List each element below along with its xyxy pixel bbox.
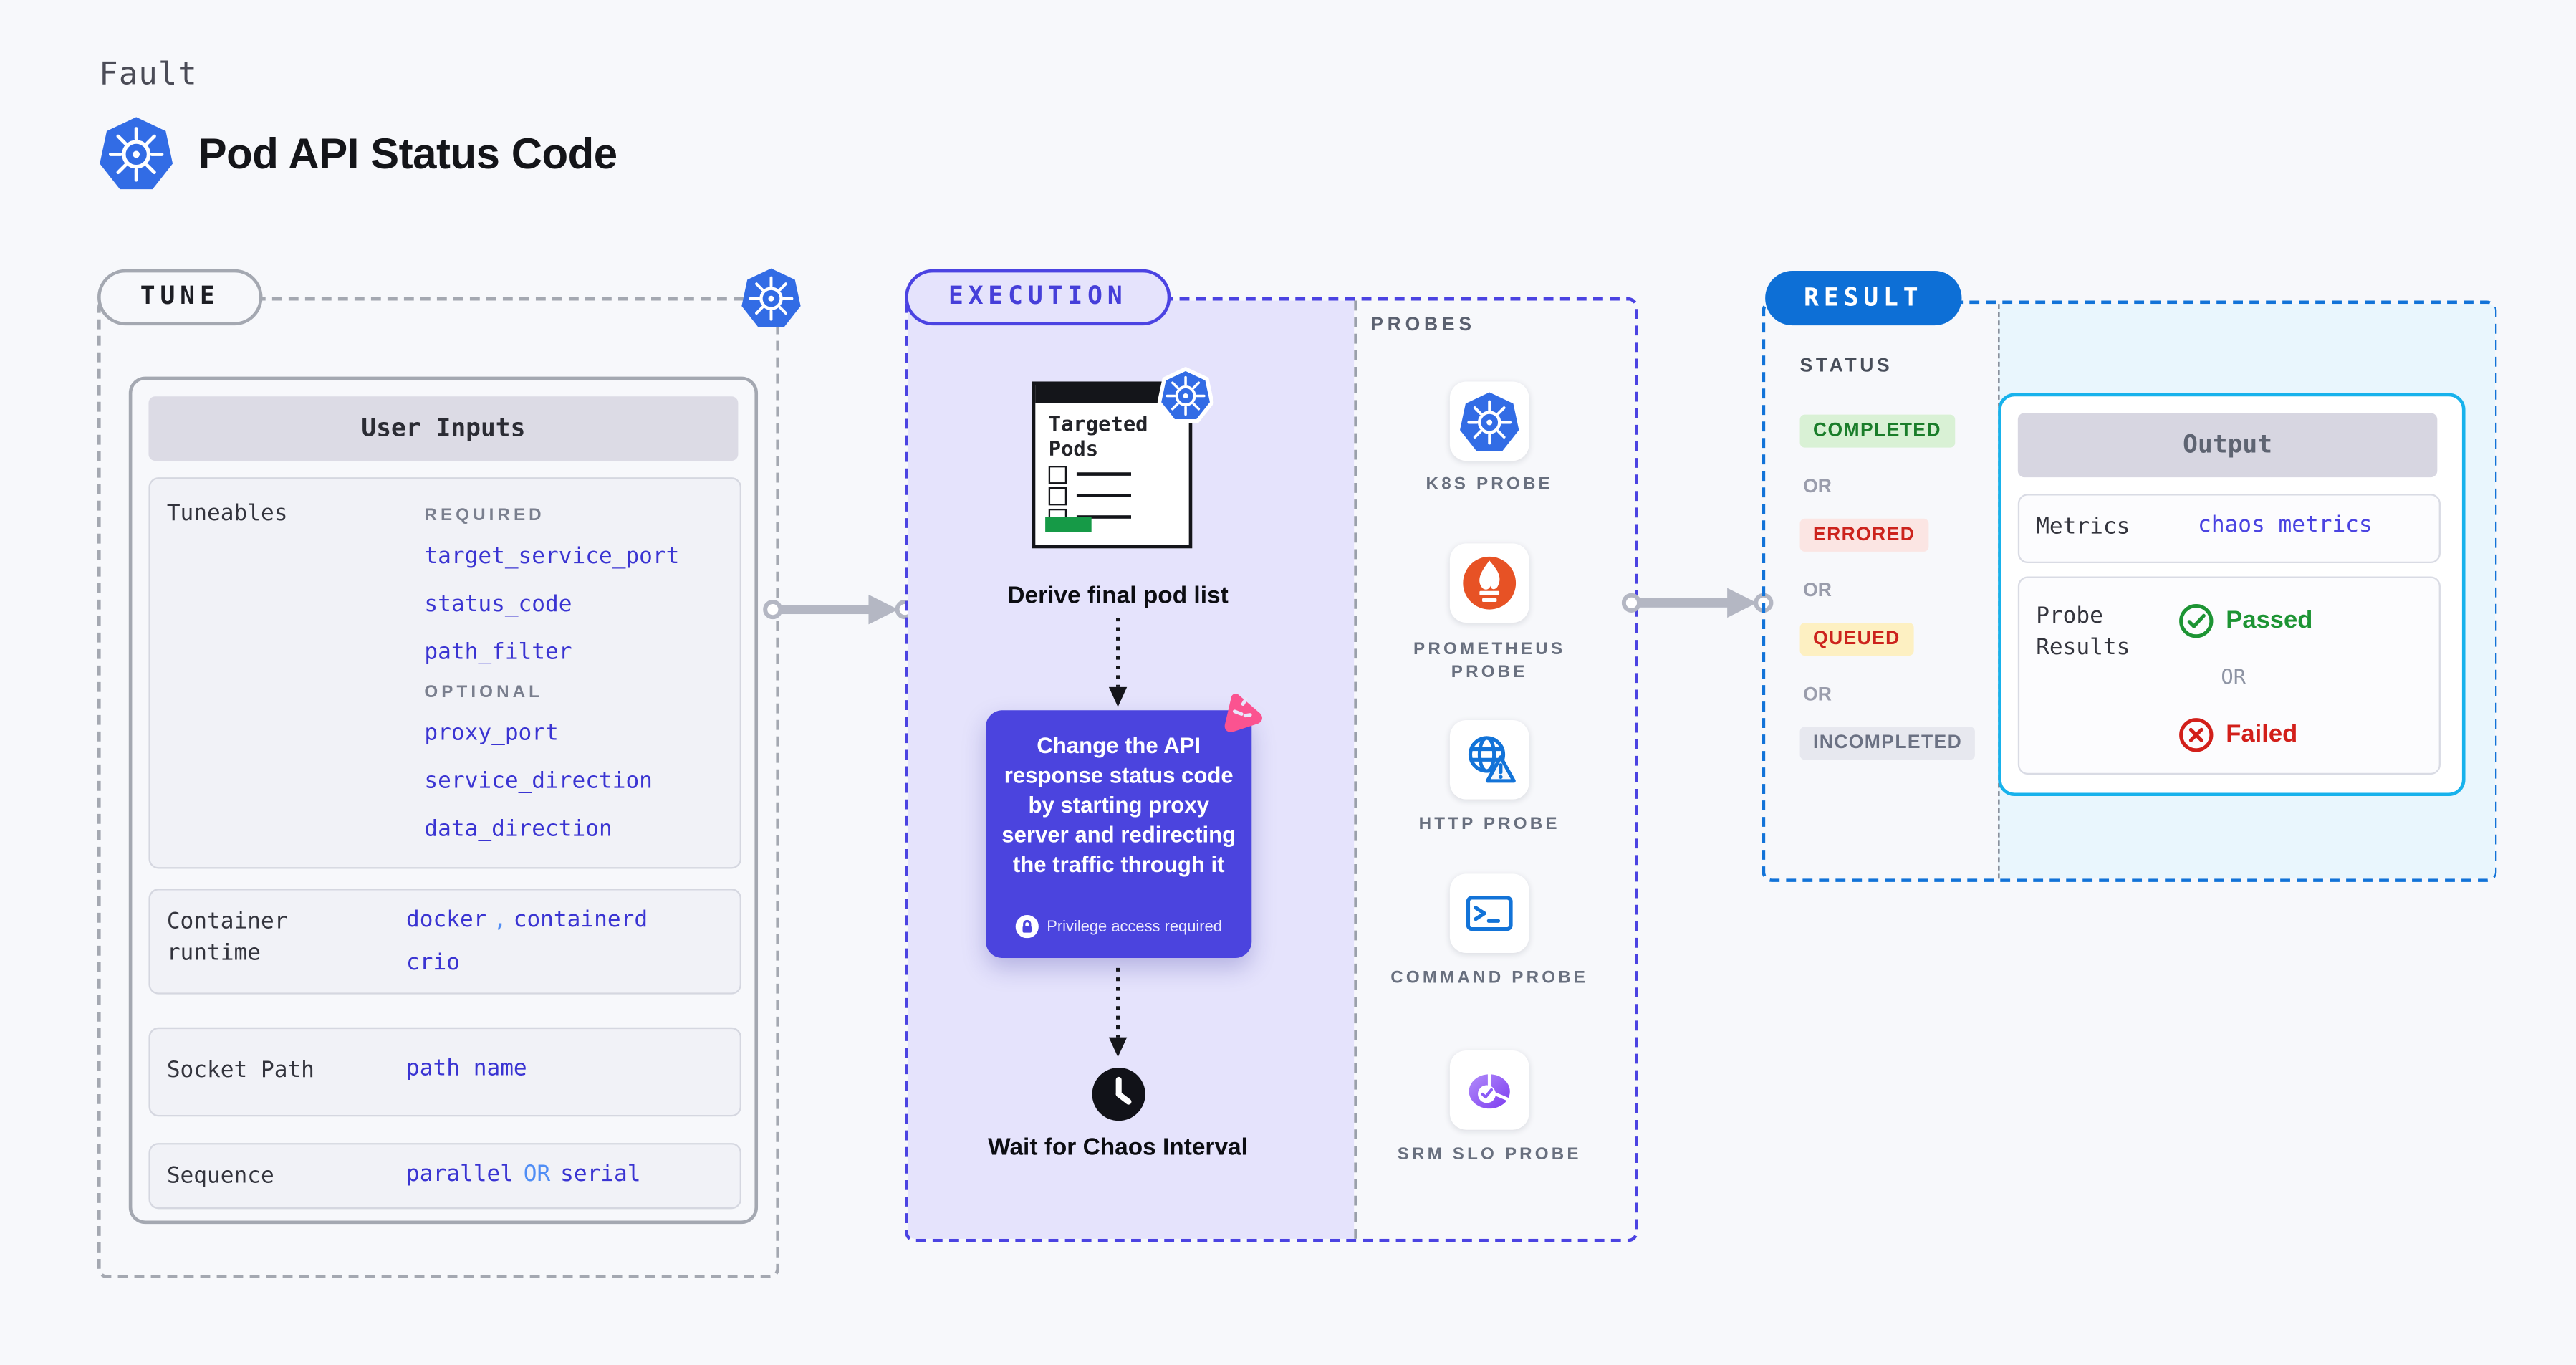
kubernetes-icon bbox=[1157, 367, 1214, 423]
or-label: OR bbox=[2221, 664, 2246, 689]
or-label: OR bbox=[1803, 581, 1832, 602]
sequence-value: parallel OR serial bbox=[406, 1161, 641, 1187]
runtime-value: crio bbox=[406, 949, 461, 977]
result-section-label: RESULT bbox=[1765, 271, 1962, 326]
status-badge-incompleted: INCOMPLETED bbox=[1799, 727, 1976, 760]
container-runtime-box: Container runtime docker,containerd crio bbox=[148, 889, 741, 995]
x-circle-icon bbox=[2178, 717, 2214, 753]
metrics-value: chaos metrics bbox=[2198, 512, 2373, 539]
sequence-label: Sequence bbox=[166, 1162, 274, 1189]
status-badge-queued: QUEUED bbox=[1799, 623, 1914, 656]
chaos-action-text: Change the API response status code by s… bbox=[1001, 733, 1236, 878]
kubernetes-icon bbox=[1449, 381, 1529, 461]
tune-section-label: TUNE bbox=[97, 269, 263, 326]
sequence-box: Sequence parallel OR serial bbox=[148, 1143, 741, 1210]
probe-label: HTTP PROBE bbox=[1418, 814, 1560, 835]
or-label: OR bbox=[1803, 685, 1832, 706]
pods-green-bar bbox=[1045, 517, 1092, 532]
kubernetes-icon bbox=[740, 266, 803, 329]
privilege-row: Privilege access required bbox=[986, 915, 1251, 939]
required-label: REQUIRED bbox=[424, 505, 545, 526]
metrics-label: Metrics bbox=[2036, 513, 2130, 540]
chaos-pink-icon bbox=[1216, 687, 1265, 737]
pod-line bbox=[1076, 515, 1131, 519]
tuneable-required-2: path_filter bbox=[424, 639, 572, 666]
probe-label: COMMAND PROBE bbox=[1390, 967, 1589, 988]
pod-checkbox bbox=[1048, 487, 1066, 505]
user-inputs-title: User Inputs bbox=[148, 396, 739, 461]
sequence-or: OR bbox=[523, 1161, 551, 1188]
terminal-icon bbox=[1449, 873, 1529, 954]
output-title: Output bbox=[2017, 413, 2438, 478]
passed-label: Passed bbox=[2226, 605, 2313, 635]
pod-line bbox=[1076, 494, 1131, 498]
sequence-option-a: parallel bbox=[406, 1161, 514, 1188]
or-label: OR bbox=[1803, 477, 1832, 497]
status-badge-errored: ERRORED bbox=[1799, 518, 1928, 552]
prometheus-icon bbox=[1449, 543, 1529, 623]
tuneables-box: Tuneables REQUIRED target_service_port s… bbox=[148, 477, 741, 869]
socket-path-value: path name bbox=[406, 1055, 527, 1082]
http-globe-warning-icon bbox=[1449, 720, 1529, 800]
probe-label: SRM SLO PROBE bbox=[1397, 1144, 1582, 1165]
tuneable-optional-1: service_direction bbox=[424, 767, 653, 795]
check-circle-icon bbox=[2178, 603, 2214, 639]
runtime-value: containerd bbox=[513, 906, 648, 934]
probe-label: PROMETHEUS PROBE bbox=[1413, 639, 1566, 683]
tuneable-required-0: target_service_port bbox=[424, 543, 680, 570]
derive-pod-list-caption: Derive final pod list bbox=[1007, 583, 1229, 610]
chaos-action-box: Change the API response status code by s… bbox=[986, 710, 1252, 958]
page-title: Pod API Status Code bbox=[198, 128, 618, 178]
tune-section bbox=[97, 297, 780, 1279]
failed-label: Failed bbox=[2226, 720, 2298, 749]
status-title: STATUS bbox=[1799, 356, 1893, 377]
pod-line bbox=[1076, 472, 1131, 476]
execution-to-result-arrow bbox=[1621, 585, 1774, 621]
optional-label: OPTIONAL bbox=[424, 682, 544, 702]
fault-eyebrow: Fault bbox=[99, 56, 198, 93]
wait-chaos-caption: Wait for Chaos Interval bbox=[988, 1134, 1248, 1162]
sequence-option-b: serial bbox=[560, 1161, 641, 1188]
pods-card-title: Targeted Pods bbox=[1048, 411, 1148, 460]
socket-path-label: Socket Path bbox=[166, 1057, 314, 1084]
socket-path-box: Socket Path path name bbox=[148, 1027, 741, 1117]
probes-title: PROBES bbox=[1370, 315, 1476, 335]
tuneable-optional-2: data_direction bbox=[424, 815, 612, 843]
clock-icon bbox=[1090, 1065, 1148, 1124]
container-runtime-values: docker,containerd bbox=[406, 906, 648, 933]
output-box: Output Metrics chaos metrics Probe Resul… bbox=[1998, 393, 2466, 797]
privilege-note: Privilege access required bbox=[1047, 917, 1222, 936]
container-runtime-label: Container runtime bbox=[166, 908, 288, 967]
tuneable-required-1: status_code bbox=[424, 591, 572, 618]
flow-arrow-down bbox=[1106, 618, 1129, 707]
tuneable-optional-0: proxy_port bbox=[424, 720, 559, 747]
status-badge-completed: COMPLETED bbox=[1799, 414, 1955, 448]
slo-pie-check-icon bbox=[1449, 1050, 1529, 1130]
tune-to-execution-arrow bbox=[763, 591, 915, 628]
runtime-value: docker bbox=[406, 906, 487, 934]
value-separator: , bbox=[493, 906, 507, 934]
metrics-row: Metrics chaos metrics bbox=[2017, 494, 2441, 564]
tuneables-label: Tuneables bbox=[166, 500, 288, 527]
user-inputs-card: User Inputs Tuneables REQUIRED target_se… bbox=[128, 376, 759, 1225]
lock-icon bbox=[1015, 915, 1039, 939]
pod-checkbox bbox=[1048, 466, 1066, 484]
probe-results-label: Probe Results bbox=[2036, 603, 2130, 661]
kubernetes-icon bbox=[97, 114, 175, 191]
probe-results-row: Probe Results Passed OR Failed bbox=[2017, 576, 2441, 775]
flow-arrow-down bbox=[1106, 967, 1129, 1058]
probe-label: K8S PROBE bbox=[1426, 474, 1553, 494]
execution-section-label: EXECUTION bbox=[905, 269, 1171, 326]
